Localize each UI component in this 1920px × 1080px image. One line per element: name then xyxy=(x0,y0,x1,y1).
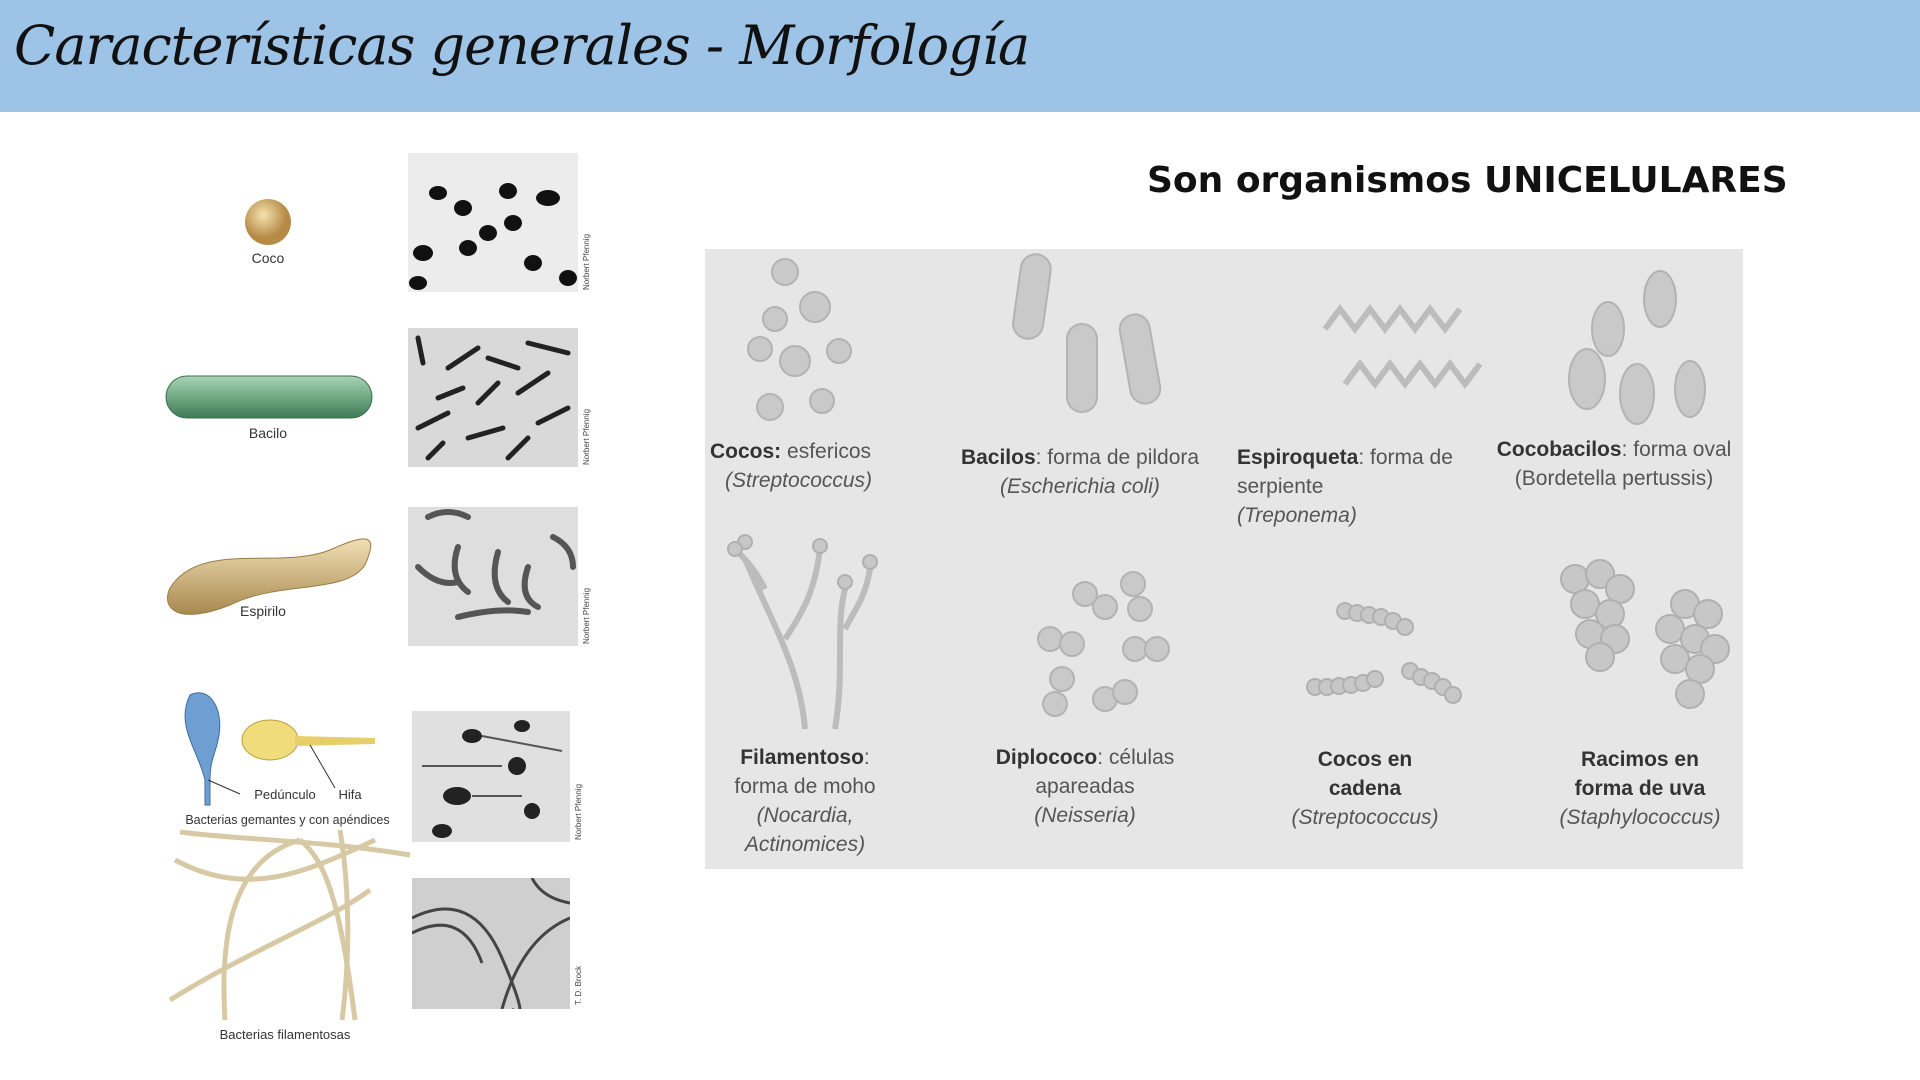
chain-cocci xyxy=(1306,602,1462,704)
cell-name: Cocobacilos xyxy=(1496,438,1622,461)
page-title: Características generales - Morfología xyxy=(14,14,1030,77)
micrograph-espirilo xyxy=(408,507,578,646)
cell-example: (Escherichia coli) xyxy=(1000,475,1160,498)
micrograph-gemantes xyxy=(412,711,570,842)
cell-desc: : forma de moho xyxy=(734,746,876,798)
cell-example: (Bordetella pertussis) xyxy=(1514,467,1714,490)
cell-racimos: Racimos en forma de uva (Staphylococcus) xyxy=(1540,745,1740,832)
cell-desc: : células apareadas xyxy=(1035,746,1175,798)
cell-name: Cocos en cadena xyxy=(1317,748,1413,800)
micrograph-filamentosas xyxy=(412,878,570,1009)
cell-diplococo: Diplococo: células apareadas (Neisseria) xyxy=(985,743,1185,830)
photo-credit: Norbert Pfennig xyxy=(582,233,591,290)
cell-bacilos: Bacilos: forma de pildora (Escherichia co… xyxy=(950,443,1210,501)
photo-credit: Norbert Pfennig xyxy=(582,587,591,644)
photo-credit: Norbert Pfennig xyxy=(574,783,583,840)
cell-example: (Nocardia, Actinomices) xyxy=(744,804,866,856)
cell-cocobacilos: Cocobacilos: forma oval (Bordetella pertu… xyxy=(1485,435,1743,493)
bacteria-drawings xyxy=(165,199,411,1021)
label-bacilo: Bacilo xyxy=(248,425,288,441)
cell-desc: : forma de pildora xyxy=(1035,446,1200,469)
header-bar: Características generales - Morfología xyxy=(0,0,1920,112)
cell-cocos-cadena: Cocos en cadena (Streptococcus) xyxy=(1270,745,1460,832)
espirilo-drawing xyxy=(167,538,372,615)
micrograph-coco xyxy=(408,153,578,292)
cell-desc: esfericos xyxy=(781,440,872,463)
photo-credit: Norbert Pfennig xyxy=(582,408,591,465)
bacilo-drawing xyxy=(165,375,373,419)
label-coco: Coco xyxy=(251,250,285,266)
cell-example: (Treponema) xyxy=(1237,504,1357,527)
subtitle: Son organismos UNICELULARES xyxy=(1147,160,1788,201)
cell-filamentoso: Filamentoso: forma de moho (Nocardia, Act… xyxy=(715,743,895,859)
cell-name: Diplococo xyxy=(995,746,1098,769)
label-filamentosas: Bacterias filamentosas xyxy=(219,1027,351,1042)
label-pedunculo: Pedúnculo xyxy=(254,787,316,802)
gemante-drawing xyxy=(184,692,221,806)
cell-desc: : forma oval xyxy=(1621,438,1732,461)
coco-drawing xyxy=(245,199,291,245)
cell-example: (Streptococcus) xyxy=(1291,806,1439,829)
cell-name: Filamentoso xyxy=(740,746,864,769)
micrograph-bacilo xyxy=(408,328,578,467)
label-gemantes: Bacterias gemantes y con apéndices xyxy=(185,813,390,827)
label-espirilo: Espirilo xyxy=(240,603,286,619)
photo-credit: T. D. Brock xyxy=(574,965,583,1005)
cell-cocos: Cocos: esfericos (Streptococcus) xyxy=(710,437,900,495)
morphology-panel: Cocos: esfericos (Streptococcus) Bacilos:… xyxy=(705,249,1743,869)
cell-example: (Neisseria) xyxy=(1034,804,1136,827)
cell-example: (Streptococcus) xyxy=(725,469,873,492)
cell-name: Espiroqueta xyxy=(1237,446,1359,469)
cell-name: Racimos en forma de uva xyxy=(1574,748,1706,800)
morphology-illustrations xyxy=(727,253,1730,730)
label-hifa: Hifa xyxy=(338,787,362,802)
cell-desc: : forma de serpiente xyxy=(1237,446,1453,498)
cell-espiroqueta: Espiroqueta: forma de serpiente (Treponem… xyxy=(1237,443,1487,530)
staph-clusters xyxy=(1560,559,1730,709)
cell-example: (Staphylococcus) xyxy=(1559,806,1721,829)
cell-name: Bacilos xyxy=(960,446,1036,469)
cell-name: Cocos: xyxy=(710,440,782,463)
filamentosas-drawing xyxy=(168,829,411,1021)
